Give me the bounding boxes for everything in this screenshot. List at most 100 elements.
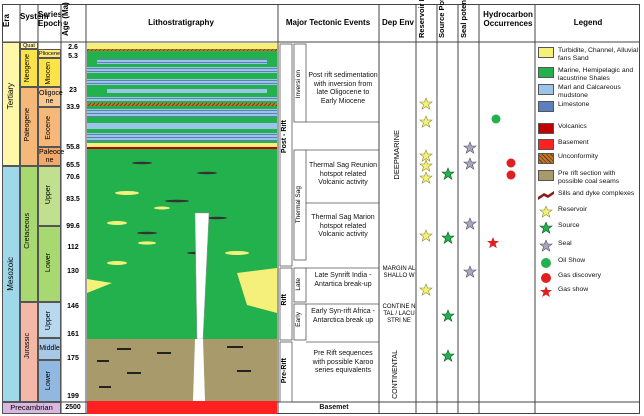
source-star-icon	[441, 349, 455, 362]
header-litho: Lithostratigraphy	[148, 18, 214, 27]
legend-item: Seal	[538, 240, 572, 252]
legend-item: Gas discovery	[538, 272, 601, 284]
header-hc: Hydrocarbon Occurrences	[483, 10, 533, 28]
series-lower-cretaceous: Lower	[38, 226, 61, 302]
legend-item: Oil Show	[538, 257, 585, 269]
series-middle-jurassic: Middle	[38, 338, 61, 360]
red-star-icon	[540, 286, 552, 297]
legend-item: Unconformity	[538, 153, 598, 164]
legend-item: Limestone	[538, 101, 589, 112]
seal-star-icon	[463, 157, 477, 170]
reservoir-star-icon	[419, 97, 433, 110]
age-label: 55.8	[66, 144, 80, 151]
age-label: 83.5	[66, 196, 80, 203]
red-circle-icon	[541, 273, 551, 283]
lithostratigraphy-column	[87, 43, 277, 414]
tectonic-event-marion: Thermal Sag Marion hotspot related Volca…	[311, 214, 375, 238]
series-paleocene: Paleoce ne	[38, 147, 65, 166]
reservoir-star-icon	[419, 283, 433, 296]
series-miocene: Miocen	[38, 58, 61, 87]
seal-star-icon	[463, 265, 477, 278]
system-cretaceous: Cretaceous	[20, 166, 38, 302]
age-label: 33.9	[66, 104, 80, 111]
gas-discovery-icon	[506, 158, 516, 168]
series-lower-jurassic: Lower	[38, 360, 61, 402]
series-upper-cretaceous: Upper	[38, 166, 61, 226]
age-label: 130	[67, 268, 79, 275]
gas-discovery-icon	[506, 170, 516, 180]
legend-item: Marine, Hemipelagic and lacustrine Shale…	[538, 67, 640, 82]
age-label: 2500	[65, 404, 81, 411]
legend-item: Source	[538, 222, 580, 234]
age-label: 112	[67, 244, 79, 251]
legend-item: Reservoir	[538, 206, 587, 218]
header-system: System	[20, 12, 49, 21]
hatched-swatch	[538, 153, 554, 164]
series-pliocene: Pliocene	[38, 49, 61, 58]
reservoir-star-icon	[419, 171, 433, 184]
system-neogene: Neogene	[20, 49, 38, 87]
oil-show-icon	[491, 114, 501, 124]
seal-star-icon	[463, 141, 477, 154]
dep-env-shallow: MARGIN AL SHALLO W	[382, 266, 416, 279]
bright-red-swatch	[538, 139, 554, 150]
green-star-icon	[539, 222, 553, 234]
header-series: Series Epoch	[38, 10, 63, 28]
reservoir-star-icon	[419, 115, 433, 128]
era-mesozoic: Mesozoic	[2, 166, 20, 402]
era-tertiary: Tertiary	[2, 42, 20, 166]
header-depenv: Dep Env	[381, 18, 414, 27]
basement-label: Basemet	[319, 404, 349, 411]
age-label: 146	[67, 303, 79, 310]
age-label: 70.6	[66, 174, 80, 181]
tectonic-event-early-synrift: Early Syn-rift Africa - Antarctica break…	[311, 308, 375, 324]
system-paleogene: Paleogene	[20, 87, 38, 166]
age-label: 99.6	[66, 223, 80, 230]
reservoir-star-icon	[419, 229, 433, 242]
red-swatch	[538, 123, 554, 134]
header-tectonic: Major Tectonic Events	[285, 18, 371, 27]
green-swatch	[538, 67, 554, 78]
age-label: 2.6	[68, 44, 78, 51]
legend-item: Pre rift section with possible coal seam…	[538, 170, 640, 185]
tectonic-event-late-synrift: Late Synrift India - Antartica break-up	[314, 272, 372, 288]
brick-swatch	[538, 101, 554, 112]
source-star-icon	[441, 231, 455, 244]
tectonic-event-reunion: Thermal Sag Reunion hotspot related Volc…	[308, 162, 378, 186]
blue-lined-swatch	[538, 84, 554, 95]
legend-item: Basement	[538, 139, 589, 150]
tectonic-event-post-rift: Post rift sedimentation with inversion f…	[308, 72, 378, 105]
dotted-yellow-swatch	[538, 47, 554, 58]
yellow-star-icon	[539, 206, 553, 218]
legend-item: Turbidite, Channel, Alluvial fans Sand	[538, 47, 640, 62]
header-legend: Legend	[573, 18, 603, 27]
system-jurassic: Jurassic	[20, 302, 38, 402]
legend-item: Volcanics	[538, 123, 587, 134]
age-label: 5.3	[68, 53, 78, 60]
age-label: 175	[67, 355, 79, 362]
system-quat: Quat	[20, 42, 38, 49]
source-star-icon	[441, 167, 455, 180]
coal-swatch	[538, 170, 554, 181]
age-label: 161	[67, 331, 79, 338]
gas-show-icon	[487, 237, 499, 249]
sill-icon	[538, 191, 554, 200]
series-eocene: Eocene	[38, 107, 61, 147]
era-precambrian: Precambrian	[2, 402, 61, 414]
age-label: 65.5	[66, 162, 80, 169]
dep-env-continental-lacustrine: CONTINE NTAL / LACUSTRI NE	[382, 304, 416, 324]
tectonic-event-pre-rift: Pre Rift sequences with possible Karoo s…	[312, 350, 374, 374]
purple-star-icon	[539, 240, 553, 252]
legend-item: Marl and Calcareous mudstone	[538, 84, 640, 99]
legend-item: Gas show	[538, 286, 588, 298]
legend-item: Sills and dyke complexes	[538, 190, 640, 200]
green-circle-icon	[541, 258, 551, 268]
age-label: 23	[69, 87, 77, 94]
series-oligocene: Oligoce ne	[38, 87, 63, 107]
age-label: 199	[67, 393, 79, 400]
series-upper-jurassic: Upper	[38, 302, 61, 338]
seal-star-icon	[463, 217, 477, 230]
source-star-icon	[441, 309, 455, 322]
